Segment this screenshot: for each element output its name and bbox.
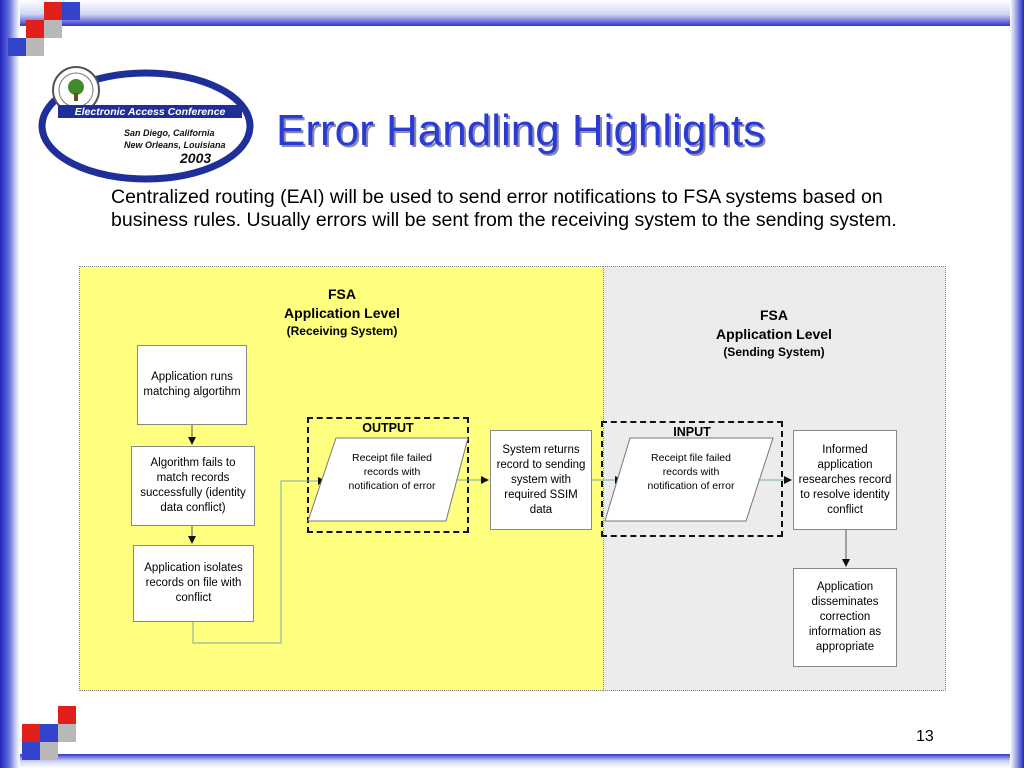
input-group xyxy=(601,421,783,537)
right-frame-band xyxy=(1010,0,1024,768)
sending-heading-subtitle: (Sending System) xyxy=(723,345,825,359)
logo-year: 2003 xyxy=(179,150,211,166)
system-returns-record: System returns record to sending system … xyxy=(490,430,592,530)
output-label: OUTPUT xyxy=(362,421,414,435)
top-checker-decoration xyxy=(0,0,80,60)
step-disseminates-correction: Application disseminates correction info… xyxy=(793,568,897,667)
left-frame-band xyxy=(0,0,20,768)
bottom-frame-band xyxy=(0,754,1024,768)
top-frame-band xyxy=(0,0,1024,26)
sending-heading-line2: Application Level xyxy=(716,326,832,342)
intro-paragraph: Centralized routing (EAI) will be used t… xyxy=(111,186,897,231)
connector-isolates-to-output xyxy=(192,477,326,644)
receiving-heading-subtitle: (Receiving System) xyxy=(286,324,398,338)
logo-banner-text: Electronic Access Conference xyxy=(75,106,226,118)
sending-heading: FSA Application Level (Sending System) xyxy=(664,306,884,360)
logo-line2: New Orleans, Louisiana xyxy=(124,140,226,150)
page-number: 13 xyxy=(916,728,934,745)
receiving-heading: FSA Application Level (Receiving System) xyxy=(232,285,452,339)
step-runs-matching-algorithm: Application runs matching algortihm xyxy=(137,345,247,425)
output-receipt-text: Receipt file failed records with notific… xyxy=(348,452,436,492)
output-group xyxy=(307,417,469,533)
conference-logo: Electronic Access Conference San Diego, … xyxy=(38,66,254,183)
input-parallelogram xyxy=(604,437,774,522)
receiving-heading-line2: Application Level xyxy=(284,305,400,321)
input-label: INPUT xyxy=(673,425,711,439)
input-receipt-text: Receipt file failed records with notific… xyxy=(647,452,735,492)
slide-title: Error Handling Highlights xyxy=(276,106,766,155)
bottom-checker-decoration xyxy=(0,704,80,768)
step-isolates-records: Application isolates records on file wit… xyxy=(133,545,254,622)
logo-line1: San Diego, California xyxy=(124,128,215,138)
step-informed-application: Informed application researches record t… xyxy=(793,430,897,530)
step-algorithm-fails: Algorithm fails to match records success… xyxy=(131,446,255,526)
receiving-heading-line1: FSA xyxy=(328,286,356,302)
sending-heading-line1: FSA xyxy=(760,307,788,323)
output-parallelogram xyxy=(307,437,469,522)
